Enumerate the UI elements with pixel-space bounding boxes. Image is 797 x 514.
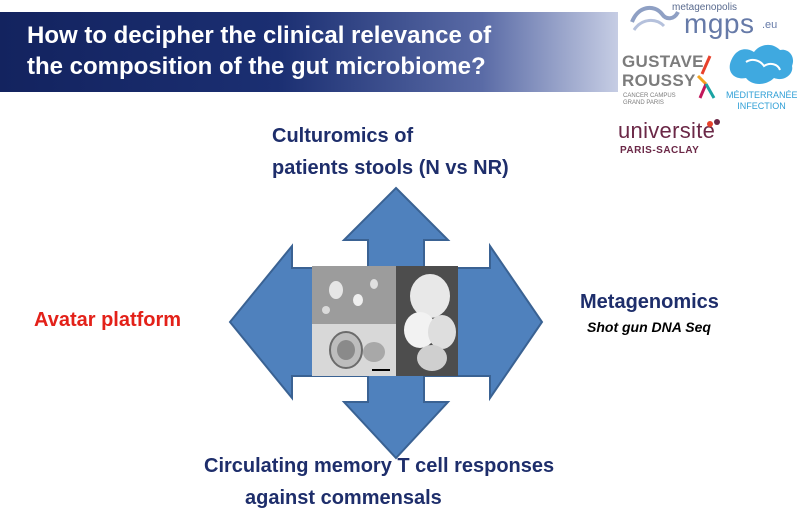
gustave-roussy-logo: GUSTAVE ROUSSY CANCER CAMPUS GRAND PARIS <box>620 48 720 110</box>
gustave-roussy-line-2: ROUSSY <box>622 71 696 90</box>
mediterranee-line-2: INFECTION <box>737 101 786 111</box>
mediterranee-infection-logo: MÉDITERRANÉE INFECTION <box>726 40 797 116</box>
slide-title-line-2: the composition of the gut microbiome? <box>27 53 486 80</box>
slide-title-line-1: How to decipher the clinical relevance o… <box>27 22 492 49</box>
metagenomics-sublabel: Shot gun DNA Seq <box>587 319 711 335</box>
gustave-roussy-slashes-icon <box>696 55 716 99</box>
mgps-logo: metagenopolis mgps .eu <box>628 0 793 40</box>
slide-title: How to decipher the clinical relevance o… <box>27 20 587 82</box>
metagenomics-label: Metagenomics <box>580 291 719 313</box>
paris-saclay-line-1: universite <box>618 118 716 143</box>
paris-saclay-line-2: PARIS-SACLAY <box>620 145 700 156</box>
microscopy-image <box>312 266 458 376</box>
paris-saclay-accent-icon <box>707 119 720 127</box>
gustave-roussy-subtitle-2: GRAND PARIS <box>623 100 664 106</box>
microscopy-image-graphic <box>312 266 458 376</box>
title-banner <box>0 12 618 92</box>
t-cell-responses-line-2: against commensals <box>245 487 442 509</box>
avatar-platform-label: Avatar platform <box>34 309 182 331</box>
t-cell-responses-line-1: Circulating memory T cell responses <box>204 455 555 477</box>
gustave-roussy-subtitle-1: CANCER CAMPUS <box>623 93 676 99</box>
t-cell-responses-label: Circulating memory T cell responses agai… <box>204 450 554 514</box>
mgps-logo-main-text: mgps <box>684 8 755 39</box>
culturomics-label-line-1: Culturomics of <box>272 125 414 147</box>
gustave-roussy-line-1: GUSTAVE <box>622 52 704 71</box>
mediterranee-map-icon <box>729 44 794 84</box>
culturomics-label: Culturomics of patients stools (N vs NR) <box>272 120 509 184</box>
mgps-logo-suffix: .eu <box>762 19 778 31</box>
mgps-swirl-icon <box>630 5 680 31</box>
culturomics-label-line-2: patients stools (N vs NR) <box>272 157 509 179</box>
mediterranee-line-1: MÉDITERRANÉE <box>726 90 797 100</box>
paris-saclay-logo: universite PARIS-SACLAY <box>618 118 728 158</box>
mgps-logo-small-text: metagenopolis <box>672 2 738 13</box>
